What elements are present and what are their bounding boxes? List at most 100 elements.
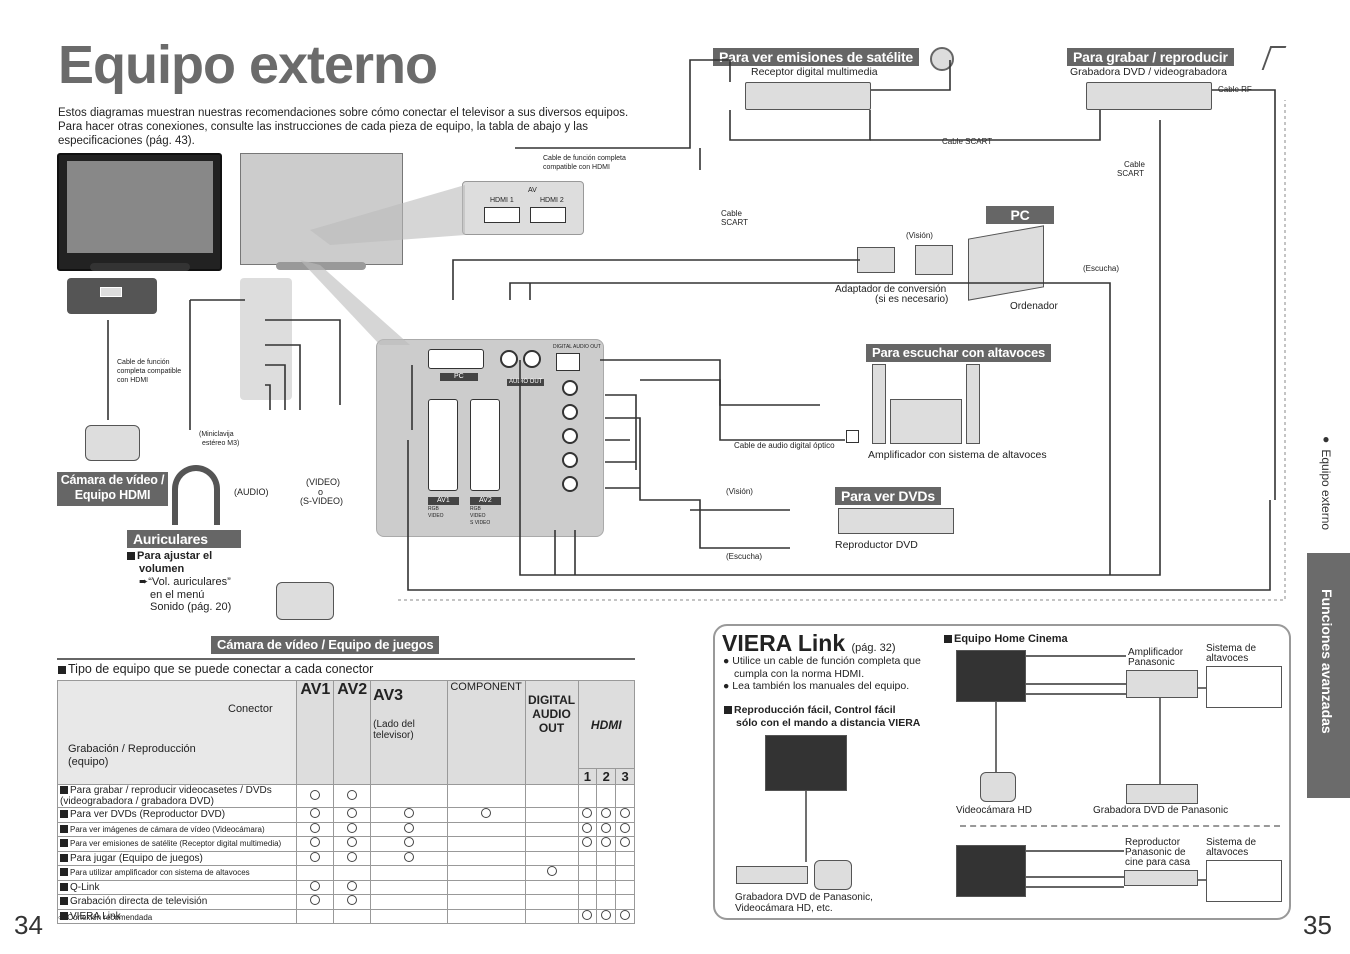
row-cell <box>577 784 598 808</box>
recommended-mark <box>582 822 593 833</box>
av1-rgb: RGB <box>428 506 439 512</box>
panel-av2-label: AV2 <box>470 497 501 506</box>
recorder-label: Grabadora DVD / videograbadora <box>1070 66 1228 78</box>
adapter-label-2: (si es necesario) <box>875 294 949 305</box>
recommended-mark <box>403 851 414 862</box>
player-label-3: cine para casa <box>1125 857 1191 868</box>
home-cinema-tv <box>956 650 1026 702</box>
table-row: Para ver DVDs (Reproductor DVD) <box>56 807 635 823</box>
dvd-rec-label: Grabadora DVD de Panasonic <box>1093 805 1229 816</box>
audio-out-port-r <box>500 350 518 368</box>
hdmi2-port <box>530 207 566 223</box>
cable-scart-mid: Cable SCART <box>942 137 993 146</box>
recommended-mark <box>601 822 612 833</box>
recommended-mark <box>310 895 321 906</box>
recommended-mark <box>403 837 414 848</box>
viera-divider <box>960 825 1280 827</box>
connector-table: Conector Grabación / Reproducción (equip… <box>56 680 635 924</box>
cinema2-tv <box>956 845 1026 897</box>
receiver-label: Receptor digital multimedia <box>751 66 878 78</box>
recommended-mark <box>347 789 358 800</box>
viera-bottom-1: Grabadora DVD de Panasonic, <box>735 892 873 903</box>
row-cell <box>615 821 635 837</box>
cable-scart-left-b: SCART <box>721 218 748 227</box>
spk-label-2: altavoces <box>1206 653 1249 664</box>
home-cinema-dvd <box>1126 784 1198 804</box>
video-label-1: (VIDEO) <box>306 477 341 487</box>
recommended-mark <box>546 866 557 877</box>
table-header-device-1: Grabación / Reproducción <box>68 743 196 755</box>
recommended-mark <box>582 837 593 848</box>
col-digital-3: OUT <box>538 721 565 735</box>
player-label-1: Reproductor <box>1125 837 1181 848</box>
row-cell <box>446 784 526 808</box>
vision-label-pc: (Visión) <box>906 231 933 240</box>
viera-camcorder-illustration <box>814 860 852 890</box>
recommended-mark <box>310 851 321 862</box>
audio-out-port-l <box>523 350 541 368</box>
col-av3-sub-1: (Lado del <box>373 719 415 730</box>
recommended-mark <box>403 822 414 833</box>
volume-ref-2: en el menú <box>150 589 205 601</box>
minijack-label-2: estéreo M3) <box>202 440 240 447</box>
component-jacks <box>562 380 582 500</box>
viera-tv-illustration <box>765 735 847 791</box>
table-row: VIERA Link <box>56 908 635 924</box>
recommended-mark <box>620 808 631 819</box>
side-tab-label: Funciones avanzadas <box>1319 589 1335 734</box>
pc-port <box>428 349 484 369</box>
dvd-player-label: Reproductor DVD <box>835 539 918 551</box>
recommended-mark <box>601 837 612 848</box>
cable-scart-right-a: Cable <box>1124 160 1145 169</box>
minijack-label-1: (Miniclavija <box>199 431 234 438</box>
col-av3-sub-2: televisor) <box>373 730 414 741</box>
speaker-left <box>872 364 886 444</box>
header-satellite: Para ver emisiones de satélite <box>713 48 919 66</box>
row-cell <box>524 784 579 808</box>
row-cell <box>615 784 635 808</box>
page-number-right: 35 <box>1303 910 1332 940</box>
adapter-illustration <box>915 245 953 275</box>
table-footnote: ○: Conexión recomendada <box>58 913 153 922</box>
av2-svideo: S VIDEO <box>470 520 491 526</box>
col-hdmi-3: 3 <box>621 769 629 784</box>
video-label-2: o <box>318 487 324 497</box>
hdmi2-label: HDMI 2 <box>540 197 564 204</box>
hdmi-cable-label-1: Cable de función completa <box>543 155 626 162</box>
hdmi-cable-label-2: compatible con HDMI <box>543 164 610 171</box>
adjust-volume-1: Para ajustar el <box>127 550 212 563</box>
recommended-mark <box>347 837 358 848</box>
optical-cable-label: Cable de audio digital óptico <box>734 441 835 450</box>
cinema2-speakers <box>1206 860 1282 902</box>
table-row: Para ver imágenes de cámara de vídeo (Vi… <box>56 821 635 837</box>
hdmi1-label: HDMI 1 <box>490 197 514 204</box>
col-av3: AV3 <box>373 687 404 704</box>
digital-audio-port <box>556 353 580 371</box>
player-label-2: Panasonic de <box>1125 847 1186 858</box>
table-header-connector: Conector <box>228 703 273 715</box>
hdmi-port-icon <box>100 287 122 297</box>
recommended-mark <box>582 808 593 819</box>
col-digital-2: AUDIO <box>532 707 571 721</box>
col-av2: AV2 <box>337 681 368 698</box>
hdmi-cable-left-2: completa compatible <box>117 368 182 375</box>
recommended-mark <box>620 822 631 833</box>
recommended-mark <box>310 808 321 819</box>
row-cell <box>615 807 635 823</box>
volume-ref-3: Sonido (pág. 20) <box>150 601 232 613</box>
col-hdmi-2: 2 <box>602 769 610 784</box>
viera-bullet2: ● Lea también los manuales del equipo. <box>723 680 910 692</box>
volume-ref-1: ➨“Vol. auriculares” <box>139 576 231 588</box>
home-cinema-speakers <box>1206 666 1282 708</box>
col-av1: AV1 <box>300 681 331 698</box>
recommended-mark <box>347 808 358 819</box>
recommended-mark <box>347 851 358 862</box>
headphones-illustration <box>172 465 220 525</box>
escucha-label-pc: (Escucha) <box>1083 264 1120 273</box>
adapter-label-1: Adaptador de conversión <box>835 284 947 295</box>
intro-paragraph: Estos diagramas muestran nuestras recome… <box>58 107 629 147</box>
page-title: Equipo externo <box>58 35 438 95</box>
home-cinema-camcorder <box>980 772 1016 802</box>
